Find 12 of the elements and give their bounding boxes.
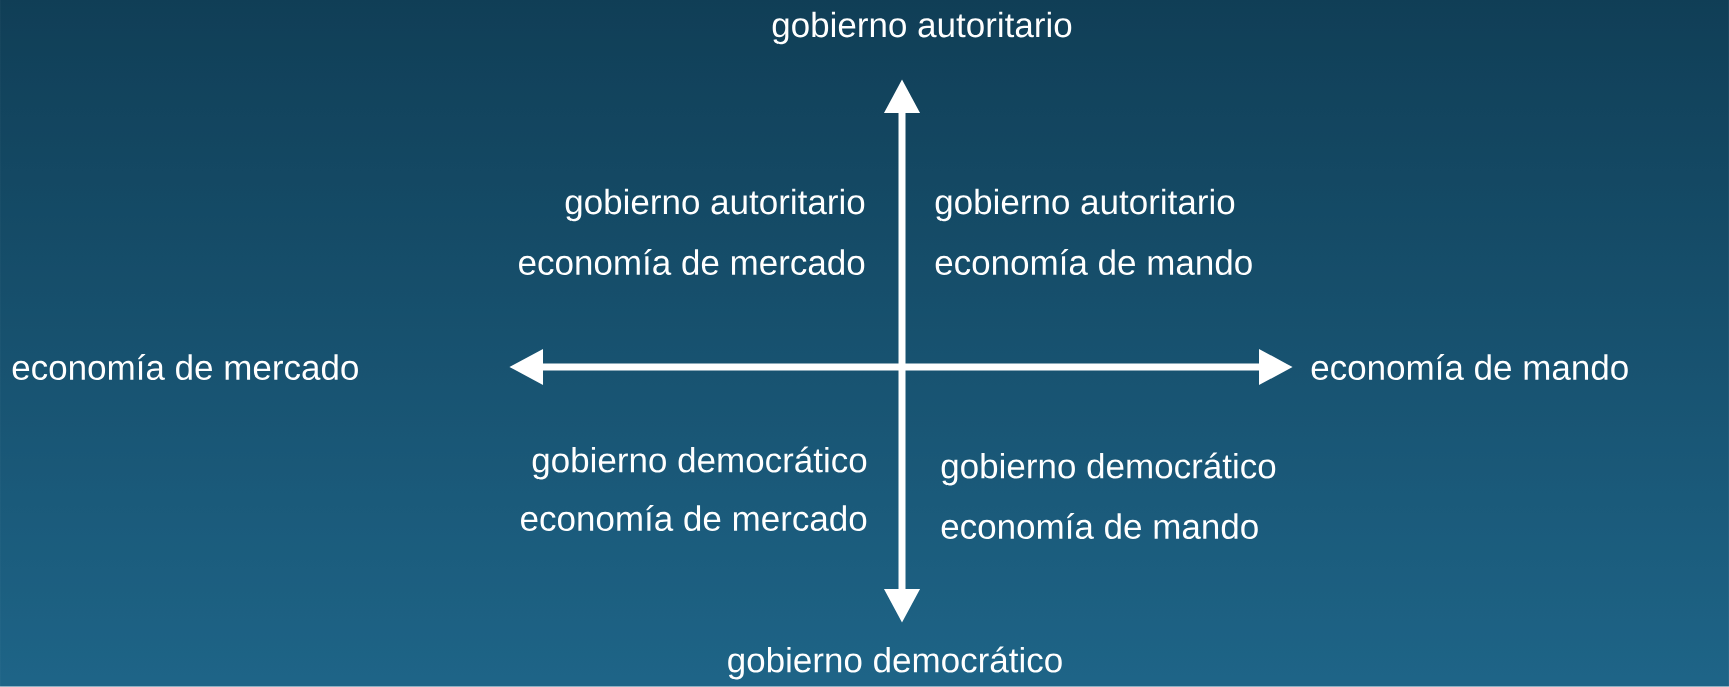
axis-label: gobierno democrático — [532, 446, 867, 480]
axis-label: economía de mando — [1311, 353, 1628, 381]
axis-label: gobierno democrático — [941, 452, 1276, 486]
axis-label: gobierno autoritario — [565, 188, 865, 222]
axis-label: gobierno autoritario — [935, 188, 1235, 222]
axis-label: gobierno democrático — [728, 646, 1062, 680]
axis-label: economía de mercado — [12, 353, 358, 381]
axis-label: economía de mando — [941, 512, 1258, 540]
axis-label: economía de mercado — [519, 248, 865, 276]
axis-label: economía de mercado — [521, 504, 867, 532]
axis-label: gobierno autoritario — [772, 11, 1072, 45]
axis-label: economía de mando — [935, 248, 1252, 276]
